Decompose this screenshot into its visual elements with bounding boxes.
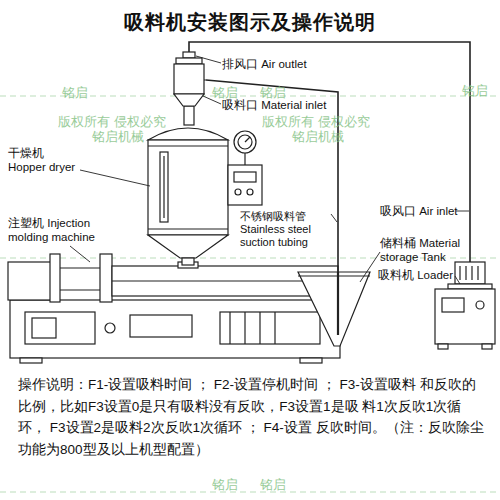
tank-drawing xyxy=(298,272,370,346)
watermark: 铭启 xyxy=(212,84,238,102)
part-label: 注塑机 Injection molding machine xyxy=(8,216,108,244)
part-label: 吸料机 Loader xyxy=(378,268,453,282)
material-suction-hose xyxy=(206,80,338,272)
watermark: 版权所有 侵权必究 xyxy=(262,113,370,131)
part-label: 吸料口 Material inlet xyxy=(222,98,326,112)
watermark: 铭启 xyxy=(62,84,88,102)
part-label: 储料桶 Material storage Tank xyxy=(380,236,490,264)
material-storage-tank: 储料桶 Material storage Tank xyxy=(298,272,370,347)
diagram-title: 吸料机安装图示及操作说明 xyxy=(0,9,500,36)
hopper-loader: 排风口 Air outlet吸料口 Material inlet xyxy=(172,52,206,108)
injection-machine-drawing xyxy=(8,254,340,363)
part-label: 吸风口 Air inlet xyxy=(380,204,458,218)
watermark: 铭启 xyxy=(260,84,286,102)
air-hose xyxy=(189,42,470,262)
watermark: 铭启 xyxy=(260,476,286,494)
watermark: 铭启机械 xyxy=(92,128,144,146)
operation-note: 操作说明：F1-设置吸料时间 ； F2-设置停机时间 ； F3-设置吸料 和反吹… xyxy=(18,374,488,460)
watermark: 铭启 xyxy=(462,82,488,100)
vacuum-loader: 吸风口 Air inlet吸料机 Loader xyxy=(430,262,495,350)
injection-molding-machine: 注塑机 Injection molding machine xyxy=(5,248,350,363)
part-label: 干燥机 Hopper dryer xyxy=(8,146,80,174)
part-label: 不锈钢吸料管 Stainless steel suction tubing xyxy=(240,210,332,249)
receiver-drawing xyxy=(174,52,206,125)
watermark-grid xyxy=(0,96,500,492)
leader-lines xyxy=(70,56,469,284)
watermark: 铭启机械 xyxy=(292,128,344,146)
part-label: 排风口 Air outlet xyxy=(222,57,307,71)
watermark: 铭启 xyxy=(212,476,238,494)
watermark: 版权所有 侵权必究 xyxy=(58,113,166,131)
